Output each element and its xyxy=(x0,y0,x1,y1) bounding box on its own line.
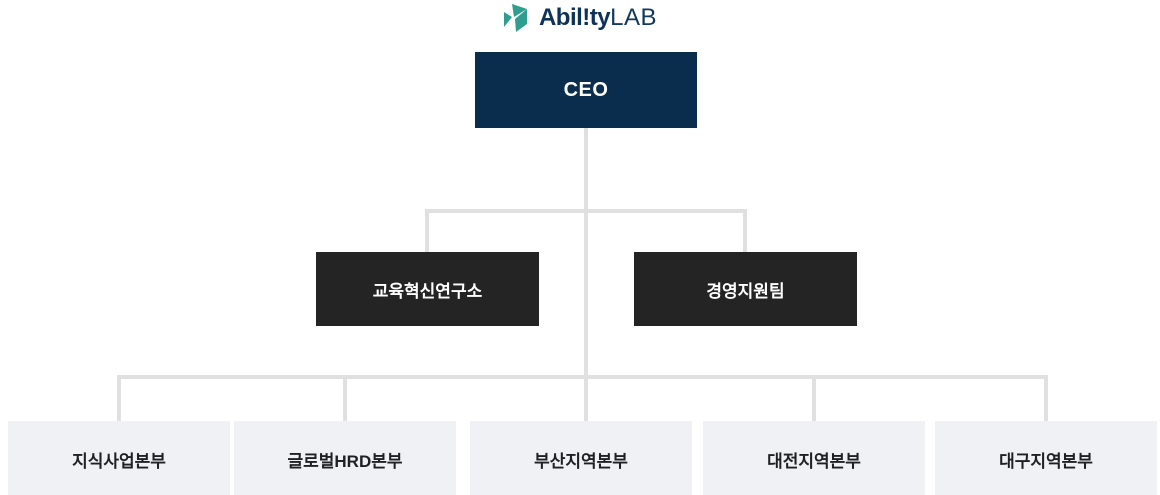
node-label: 대전지역본부 xyxy=(767,451,861,471)
brand-logo[interactable]: Abil!ty LAB xyxy=(0,2,1160,34)
node-global-hrd-division: 글로벌HRD본부 xyxy=(234,421,456,495)
connector-ceo-vertical xyxy=(584,128,588,421)
node-ceo-label: CEO xyxy=(563,78,609,101)
connector-level3-drop-1 xyxy=(117,375,121,421)
node-label: 경영지원팀 xyxy=(706,281,785,301)
node-knowledge-business-division: 지식사업본부 xyxy=(8,421,230,495)
node-daegu-regional-division: 대구지역본부 xyxy=(935,421,1157,495)
node-label: 글로벌HRD본부 xyxy=(287,451,403,471)
node-management-support-team: 경영지원팀 xyxy=(634,252,857,326)
node-label: 지식사업본부 xyxy=(72,451,166,471)
node-ceo: CEO xyxy=(475,52,697,128)
brand-wordmark-bold: Abil!ty xyxy=(538,4,611,31)
abilitylab-logo-icon xyxy=(503,3,527,32)
connector-level3-drop-4 xyxy=(812,375,816,421)
brand-wordmark-light: LAB xyxy=(610,4,658,31)
connector-level3-drop-2 xyxy=(343,375,347,421)
brand-wordmark: Abil!ty LAB xyxy=(539,6,657,30)
connector-level2-drop-right xyxy=(743,209,747,252)
connector-level2-horizontal xyxy=(425,209,747,213)
connector-level3-horizontal xyxy=(117,375,1048,379)
node-label: 교육혁신연구소 xyxy=(372,281,483,301)
node-label: 대구지역본부 xyxy=(999,451,1093,471)
connector-level3-drop-5 xyxy=(1044,375,1048,421)
node-education-innovation-institute: 교육혁신연구소 xyxy=(316,252,539,326)
node-label: 부산지역본부 xyxy=(534,451,628,471)
node-daejeon-regional-division: 대전지역본부 xyxy=(703,421,925,495)
node-busan-regional-division: 부산지역본부 xyxy=(470,421,692,495)
connector-level2-drop-left xyxy=(425,209,429,252)
